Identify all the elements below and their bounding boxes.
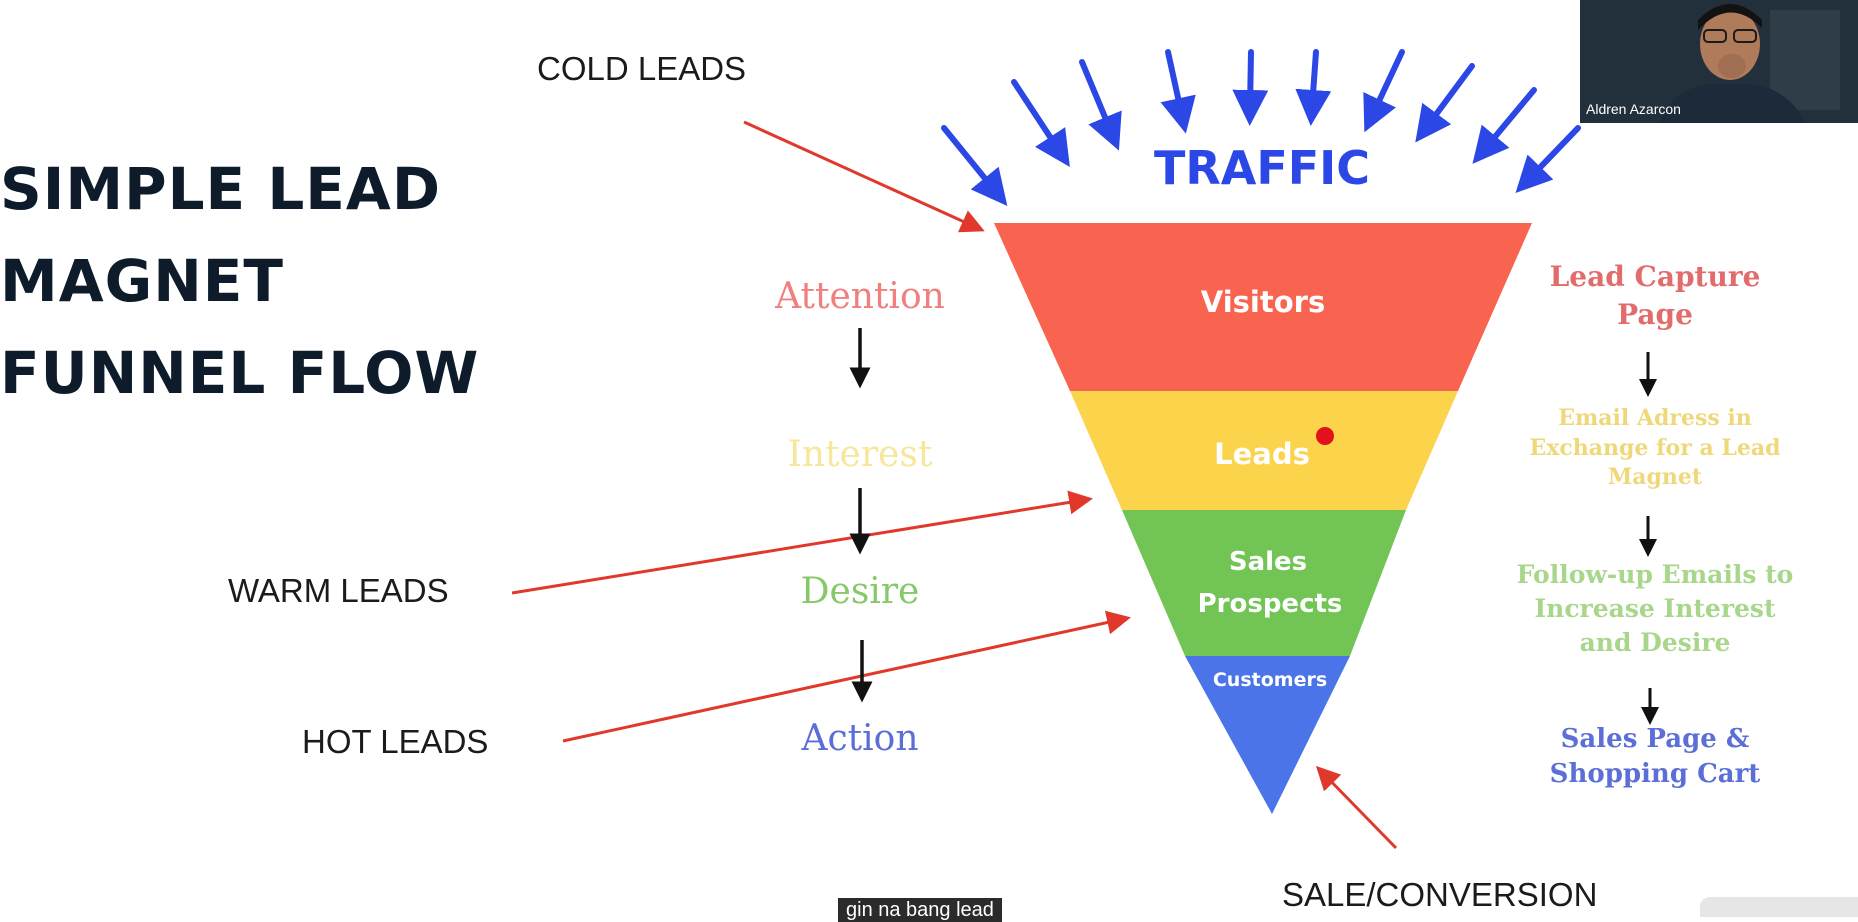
subtitle-caption: gin na bang lead xyxy=(838,898,1002,922)
traffic-arrow-5 xyxy=(1232,49,1269,126)
traffic-label: TRAFFIC xyxy=(1154,141,1370,195)
cold-leads-label: COLD LEADS xyxy=(537,50,747,87)
traffic-arrow-4 xyxy=(1160,49,1196,134)
traffic-arrow-10 xyxy=(1515,125,1581,193)
step-line: Follow-up Emails to xyxy=(1516,560,1794,589)
aida-interest: Interest xyxy=(787,434,933,475)
title-line-3: FUNNEL FLOW xyxy=(0,339,480,407)
traffic-arrow-8 xyxy=(1415,63,1475,143)
funnel-band-leads xyxy=(1070,391,1458,510)
participant-avatar-icon xyxy=(1580,0,1858,123)
traffic-arrow-6 xyxy=(1295,49,1332,126)
step-email-exchange: Email Adress in Exchange for a Lead Magn… xyxy=(1510,404,1800,493)
laser-pointer-dot xyxy=(1316,427,1334,445)
hot-leads-label: HOT LEADS xyxy=(302,723,489,760)
participant-name: Aldren Azarcon xyxy=(1586,101,1681,117)
traffic-arrow-1 xyxy=(941,125,1008,206)
step-line: Page xyxy=(1617,297,1693,331)
step-line: Lead Capture xyxy=(1549,260,1761,293)
step-line: Email Adress in xyxy=(1558,405,1752,431)
funnel-band-visitors xyxy=(994,223,1532,391)
step-lead-capture: Lead Capture Page xyxy=(1510,258,1800,334)
step-line: Sales Page & xyxy=(1560,724,1750,754)
sale-conversion-arrow xyxy=(1315,765,1398,850)
funnel-label-visitors: Visitors xyxy=(1201,285,1325,319)
aida-desire: Desire xyxy=(800,571,920,612)
step-line: Increase Interest xyxy=(1534,593,1776,623)
step-line: Exchange for a Lead xyxy=(1529,434,1781,461)
step-line: Shopping Cart xyxy=(1549,759,1761,790)
aida-attention: Attention xyxy=(775,276,945,317)
step-sales-page: Sales Page & Shopping Cart xyxy=(1510,722,1800,792)
step-follow-up: Follow-up Emails to Increase Interest an… xyxy=(1495,558,1815,659)
warm-leads-label: WARM LEADS xyxy=(228,572,449,609)
funnel-band-customers xyxy=(1185,656,1350,814)
player-controls[interactable] xyxy=(1700,897,1858,917)
title-line-1: SIMPLE LEAD xyxy=(0,155,441,223)
traffic-arrow-7 xyxy=(1363,49,1405,133)
funnel-label-customers: Customers xyxy=(1213,669,1327,691)
funnel-band-prospects xyxy=(1122,510,1406,656)
funnel-label-prospects: Prospects xyxy=(1198,589,1343,619)
hot-leads-arrow xyxy=(562,610,1131,743)
warm-leads-arrow xyxy=(511,490,1093,595)
sale-conversion-label: SALE/CONVERSION xyxy=(1282,876,1598,913)
funnel-label-leads: Leads xyxy=(1214,437,1310,471)
title-line-2: MAGNET xyxy=(0,247,284,315)
aida-action: Action xyxy=(801,718,919,759)
traffic-arrow-3 xyxy=(1079,59,1122,151)
traffic-arrow-2 xyxy=(1011,79,1070,168)
funnel-label-sales: Sales xyxy=(1229,547,1307,577)
cold-leads-arrow xyxy=(743,120,985,233)
step-line: Magnet xyxy=(1607,464,1703,491)
step-line: and Desire xyxy=(1579,627,1731,657)
traffic-arrow-9 xyxy=(1472,87,1537,164)
webcam-tile[interactable]: Aldren Azarcon xyxy=(1580,0,1858,123)
